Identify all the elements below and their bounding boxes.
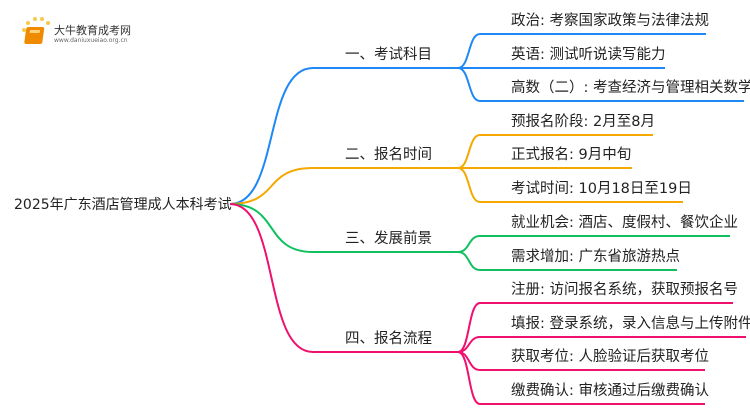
branch-connector — [229, 203, 458, 253]
logo-title: 大牛教育成考网 — [54, 24, 131, 37]
branch-connector — [229, 67, 458, 205]
leaf-connector — [457, 67, 744, 102]
branch-node[interactable]: 三、发展前景 — [345, 231, 432, 247]
leaf-connector — [457, 33, 706, 69]
leaf-connector — [457, 302, 733, 353]
root-node[interactable]: 2025年广东酒店管理成人本科考试 — [14, 197, 232, 213]
logo-url: www.daniuxueiao.org.cn — [54, 37, 128, 44]
leaf-node[interactable]: 考试时间: 10月18日至19日 — [511, 181, 692, 197]
leaf-connector — [457, 134, 653, 169]
leaf-connector — [457, 351, 705, 405]
leaf-connector — [457, 235, 730, 253]
branch-connector — [229, 167, 458, 205]
leaf-node[interactable]: 正式报名: 9月中旬 — [511, 147, 632, 163]
leaf-node[interactable]: 预报名阶段: 2月至8月 — [511, 114, 655, 130]
leaf-node[interactable]: 政治: 考察国家政策与法律法规 — [511, 13, 709, 29]
leaf-node[interactable]: 英语: 测试听说读写能力 — [511, 47, 666, 63]
branch-node[interactable]: 一、考试科目 — [345, 47, 432, 63]
leaf-connector — [457, 336, 746, 353]
leaf-node[interactable]: 获取考位: 人脸验证后获取考位 — [511, 349, 709, 365]
leaf-node[interactable]: 注册: 访问报名系统，获取预报名号 — [511, 282, 738, 298]
leaf-node[interactable]: 缴费确认: 审核通过后缴费确认 — [511, 383, 709, 399]
leaf-node[interactable]: 填报: 登录系统，录入信息与上传附件 — [511, 316, 750, 332]
book-logo-icon — [22, 17, 50, 44]
branch-node[interactable]: 四、报名流程 — [345, 331, 432, 347]
leaf-node[interactable]: 高数（二）: 考查经济与管理相关数学 — [511, 80, 750, 96]
leaf-connector — [457, 251, 677, 271]
leaf-connector — [457, 167, 683, 203]
logo — [20, 16, 54, 50]
branch-connector — [229, 203, 458, 353]
leaf-node[interactable]: 就业机会: 酒店、度假村、餐饮企业 — [511, 215, 738, 231]
branch-node[interactable]: 二、报名时间 — [345, 147, 432, 163]
leaf-node[interactable]: 需求增加: 广东省旅游热点 — [511, 249, 680, 265]
